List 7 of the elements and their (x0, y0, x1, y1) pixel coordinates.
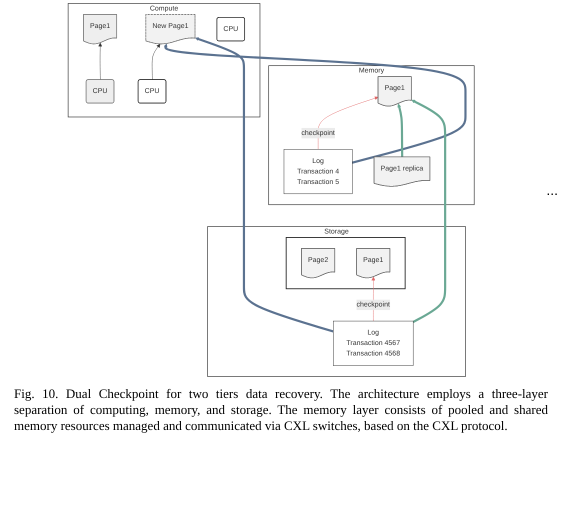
cluster (286, 237, 406, 290)
ellipsis-text: ... (546, 182, 558, 198)
arrow (411, 100, 446, 323)
arrow (195, 37, 334, 332)
arrow (164, 44, 467, 164)
arrow (397, 104, 404, 158)
figure-caption: Fig. 10. Dual Checkpoint for two tiers data recovery. The architecture employs a three-layer separation of computing, memory, and storage. The memory layer consists of pooled and shared memory resources managed and communicated via CXL switches, based on the CXL protocol. (13, 385, 549, 435)
